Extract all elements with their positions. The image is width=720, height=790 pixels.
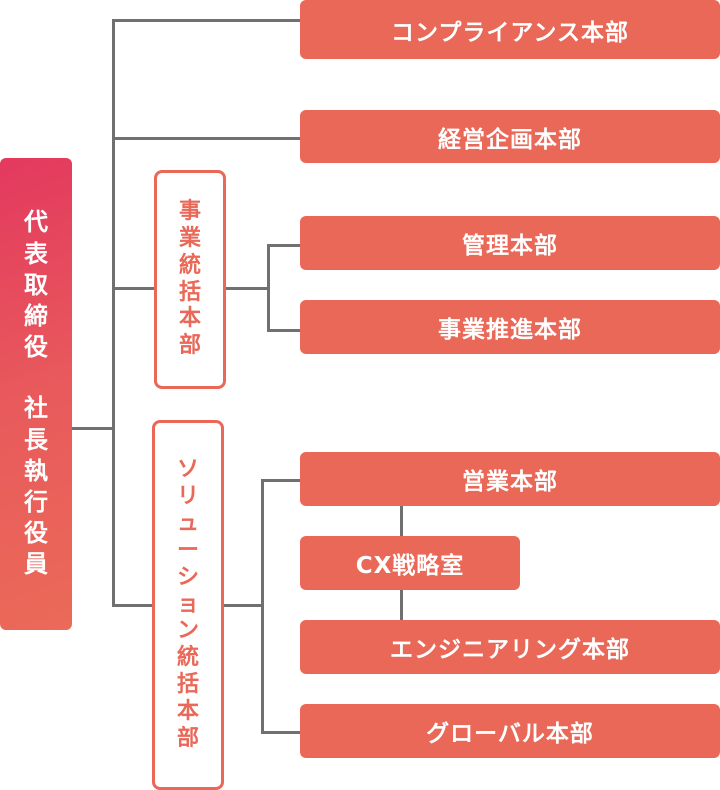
ceo-title-char: 役 [24, 519, 48, 548]
cx-connector-bottom [400, 588, 403, 622]
division-label-char: リ [176, 484, 199, 510]
ceo-title-char: 締 [24, 302, 48, 331]
branch-global [261, 731, 302, 734]
business-trunk [267, 245, 270, 331]
ceo-title-char: 長 [24, 425, 48, 454]
dept-global: グローバル本部 [300, 704, 720, 758]
dept-sales: 営業本部 [300, 452, 720, 506]
ceo-title-char: 行 [24, 487, 48, 516]
ceo-title-char: 員 [24, 550, 48, 579]
division-label-char: 本 [178, 306, 201, 332]
branch-business [112, 287, 156, 290]
dept-compliance: コンプライアンス本部 [300, 0, 720, 59]
ceo-connector [72, 427, 114, 430]
ceo-title-char: 役 [24, 333, 48, 362]
dept-corporate-planning: 経営企画本部 [300, 110, 720, 163]
division-label-char: 統 [176, 645, 199, 671]
dept-business-promotion: 事業推進本部 [300, 300, 720, 354]
dept-engineering: エンジニアリング本部 [300, 620, 720, 674]
division-label-char: シ [176, 564, 199, 590]
division-label-char: ン [176, 618, 199, 644]
main-trunk [112, 20, 115, 606]
branch-compliance [112, 19, 302, 22]
solution-division-box: ソ リ ュ ー シ ョ ン 統 括 本 部 [152, 420, 224, 790]
division-label-char: 部 [176, 725, 199, 751]
division-label-char: ュ [176, 511, 199, 537]
division-label-char: 部 [178, 333, 201, 359]
division-label-char: ョ [176, 591, 199, 617]
ceo-title-char: 社 [24, 394, 48, 423]
branch-kanri [267, 244, 302, 247]
ceo-title-char: 執 [24, 456, 48, 485]
business-connector [224, 287, 268, 290]
division-label-char: 統 [178, 252, 201, 278]
ceo-title-char: 表 [24, 239, 48, 268]
ceo-title-char: 取 [24, 270, 48, 299]
division-label-char: ソ [176, 457, 199, 483]
business-division-box: 事 業 統 括 本 部 [154, 170, 226, 389]
branch-planning [112, 137, 302, 140]
dept-administration: 管理本部 [300, 216, 720, 270]
cx-connector-top [400, 505, 403, 539]
division-label-char: 業 [178, 225, 201, 251]
division-label-char: 事 [178, 199, 201, 225]
division-label-char: 本 [176, 698, 199, 724]
solution-trunk [261, 480, 264, 734]
ceo-box: 代 表 取 締 役 社 長 執 行 役 員 [0, 158, 72, 630]
branch-eigyo [261, 479, 302, 482]
division-label-char: ー [176, 537, 199, 563]
division-label-char: 括 [178, 279, 201, 305]
ceo-title-char: 代 [24, 208, 48, 237]
branch-suishin [267, 329, 302, 332]
branch-solution [112, 604, 156, 607]
division-label-char: 括 [176, 672, 199, 698]
dept-cx-strategy: CX戦略室 [300, 536, 520, 590]
solution-connector [222, 604, 264, 607]
